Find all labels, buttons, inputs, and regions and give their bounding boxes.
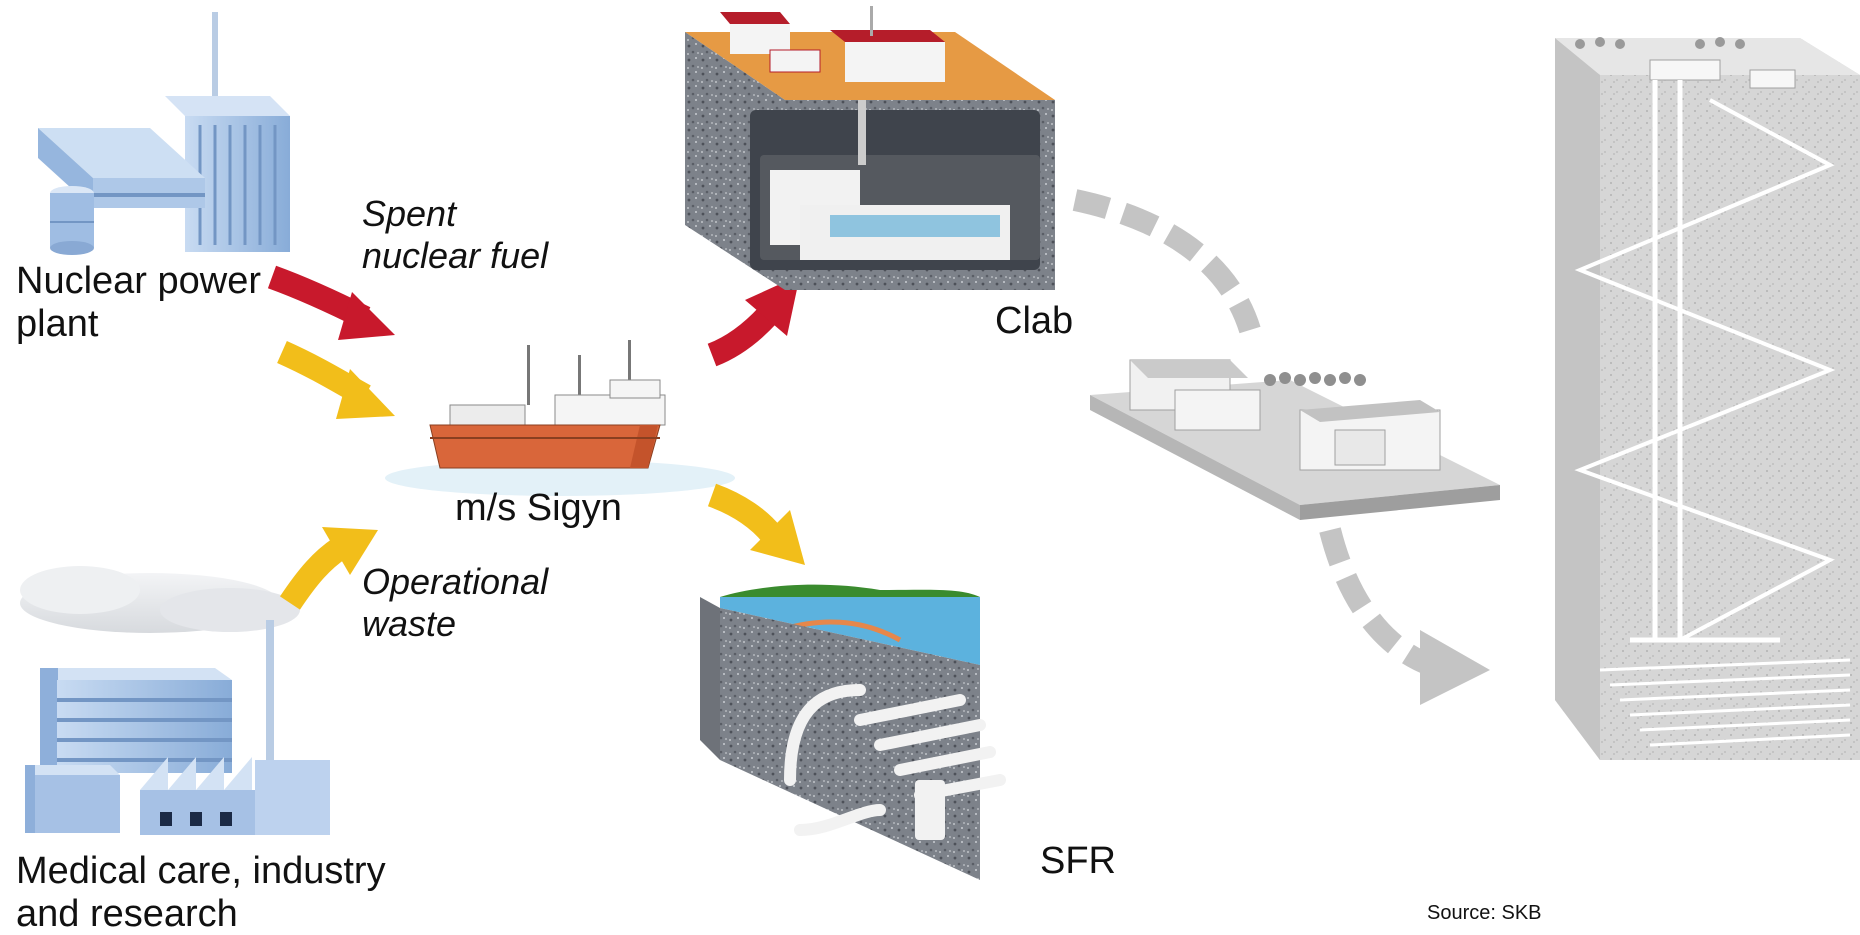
operational-waste-label: Operational waste: [362, 561, 548, 646]
operational-waste-arrow-in-bottom: [280, 527, 378, 610]
future-arrow-bottom: [1319, 527, 1490, 705]
final-repository-shaft-icon: [1555, 37, 1860, 760]
spent-fuel-label-line1: Spent: [362, 193, 457, 234]
medical-industry-label-line2: and research: [16, 892, 238, 935]
ship-icon: [385, 340, 735, 496]
operational-waste-label-line1: Operational: [362, 561, 549, 602]
nuclear-plant-label-line2: plant: [16, 302, 99, 345]
sfr-label: SFR: [1040, 840, 1116, 882]
source-label: Source: SKB: [1427, 902, 1542, 924]
operational-waste-label-line2: waste: [362, 603, 457, 645]
industry-building-icon: [20, 566, 330, 835]
clab-label: Clab: [995, 300, 1074, 342]
spent-fuel-label: Spent nuclear fuel: [362, 193, 548, 278]
spent-fuel-label-line2: nuclear fuel: [362, 235, 549, 277]
clab-facility-icon: [685, 6, 1055, 290]
nuclear-power-plant-icon: [38, 12, 290, 255]
operational-waste-arrow-out: [707, 483, 805, 565]
medical-industry-label-line1: Medical care, industry: [16, 850, 386, 892]
ship-label: m/s Sigyn: [455, 487, 622, 529]
encapsulation-plant-icon: [1090, 359, 1500, 520]
spent-fuel-arrow-in: [267, 265, 395, 340]
nuclear-plant-label: Nuclear power plant: [16, 260, 261, 345]
spent-fuel-arrow-out: [707, 275, 800, 367]
sfr-repository-icon: [700, 584, 1006, 880]
future-arrow-top: [1072, 189, 1261, 334]
nuclear-plant-label-line1: Nuclear power: [16, 260, 261, 302]
operational-waste-arrow-in-top: [277, 341, 395, 419]
medical-industry-label: Medical care, industry and research: [16, 850, 386, 935]
